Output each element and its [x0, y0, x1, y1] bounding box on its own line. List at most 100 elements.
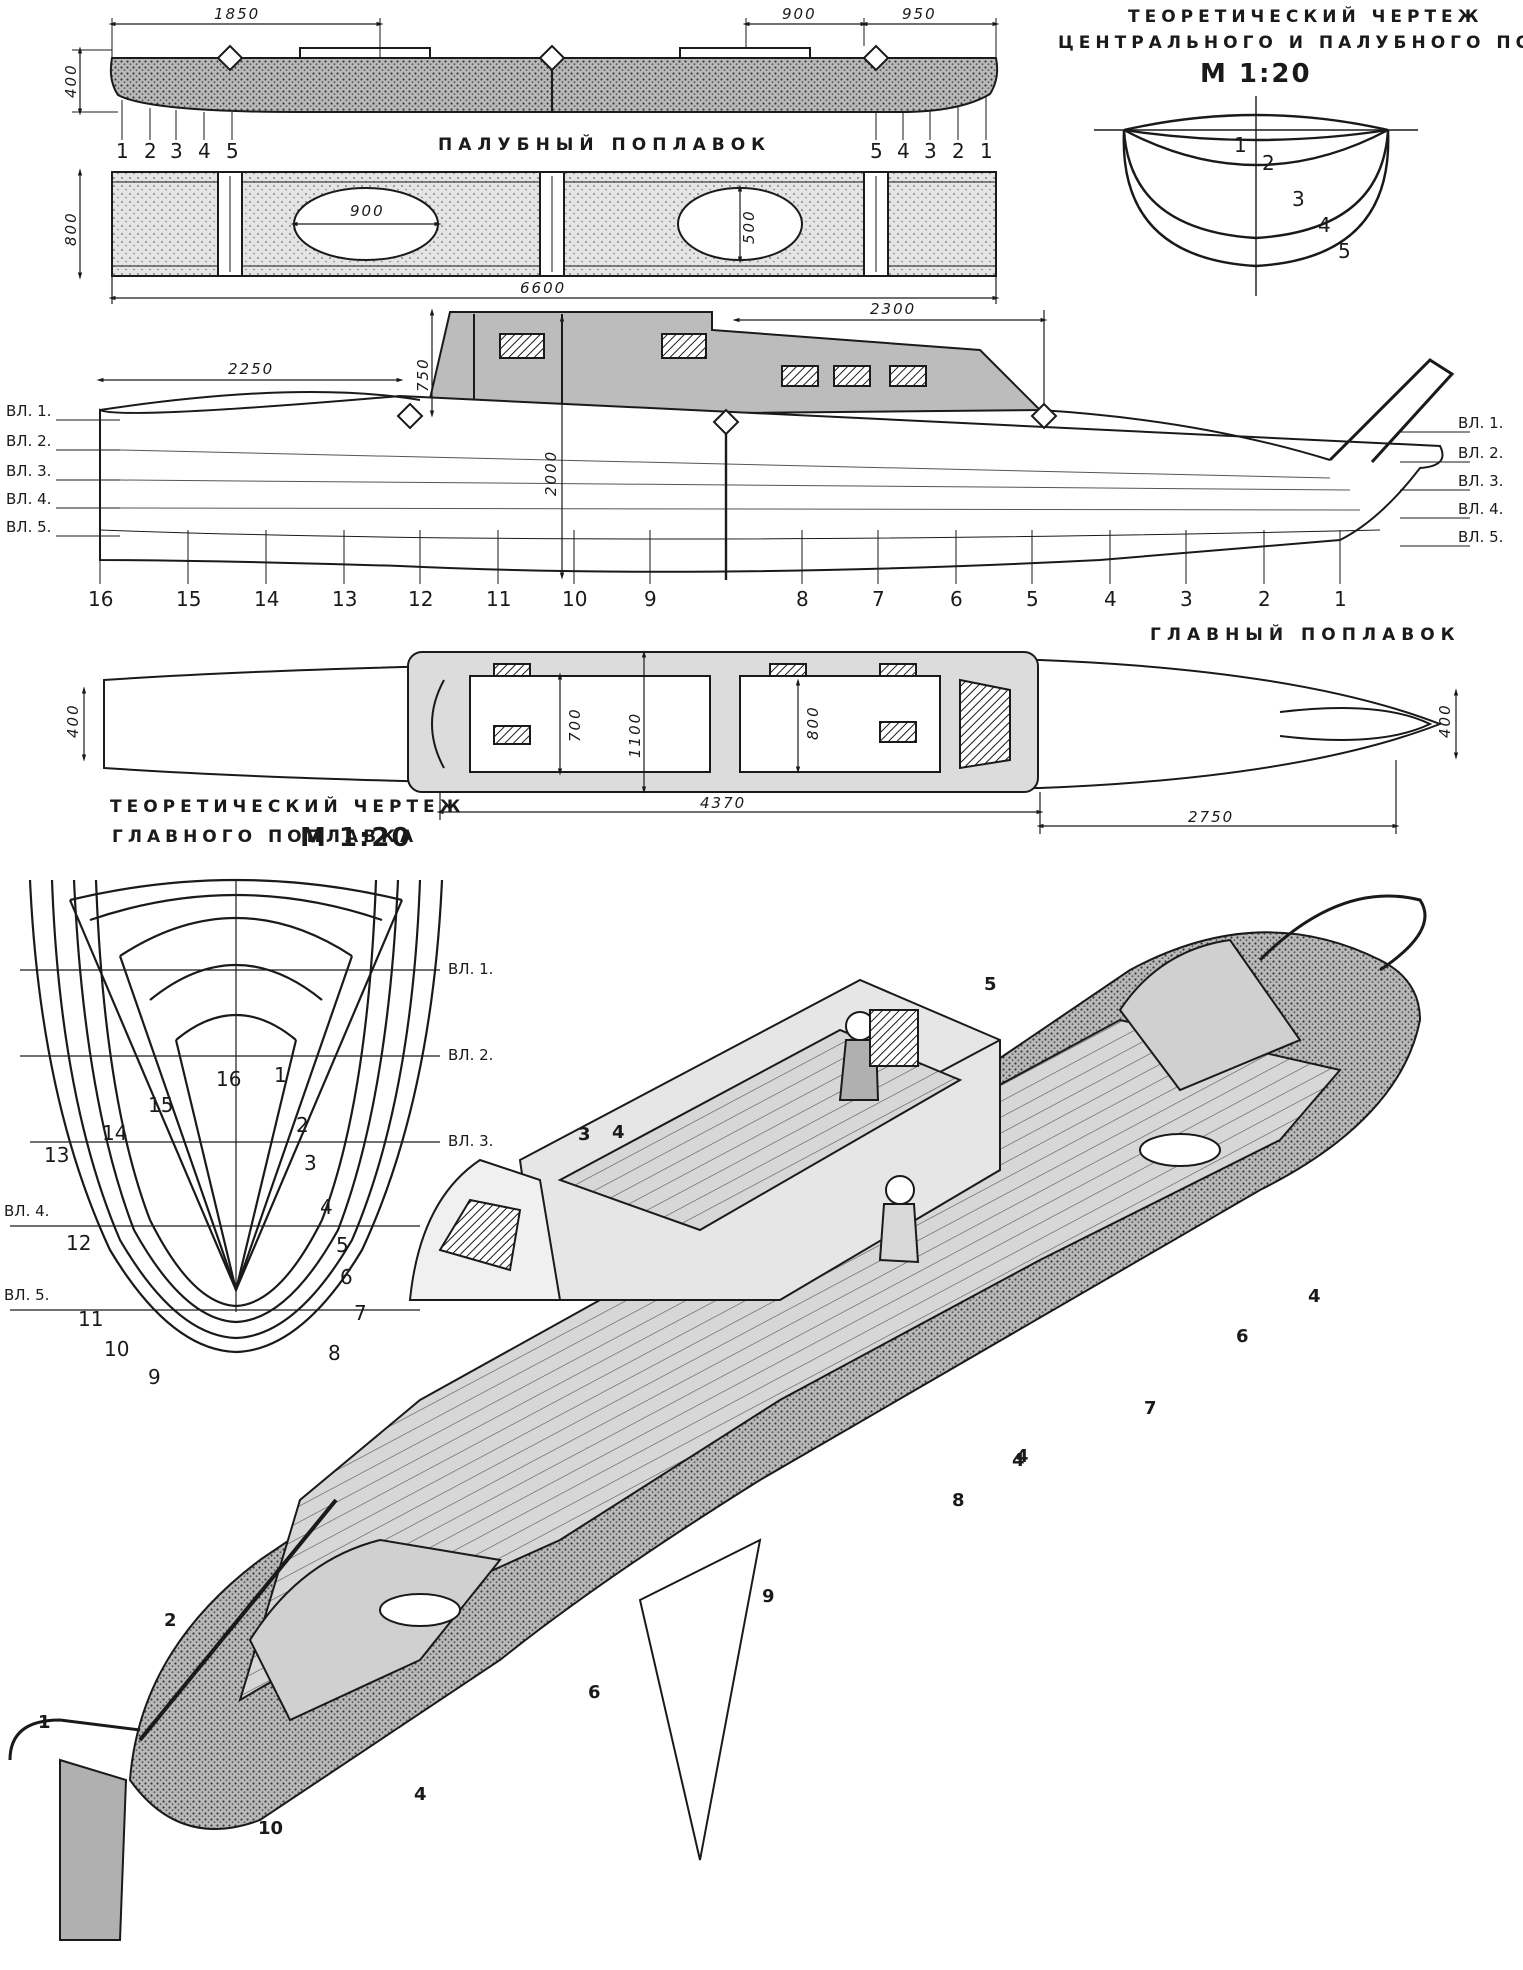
main-float-plan-labels: 700 1100 800 400 400 4370 2750	[64, 703, 1454, 826]
callout-label: 5	[984, 974, 997, 995]
deck-frame-label: 2	[144, 139, 157, 163]
deck-frame-label: 3	[924, 139, 937, 163]
cutaway-callouts: 1 2 3 4 5 4 4 6 7 8 4 9 6 4 10	[38, 974, 1321, 1839]
station-label: 7	[872, 587, 885, 611]
body-section-label: 11	[78, 1307, 103, 1331]
dim-900-top: 900	[782, 5, 817, 23]
callout-label: 4	[1016, 1446, 1029, 1467]
station-label: 11	[486, 587, 511, 611]
body-section-label: 15	[148, 1093, 173, 1117]
dim-hatch-900: 900	[350, 202, 385, 220]
waterline-label-left: ВЛ. 2.	[6, 432, 51, 450]
station-label: 14	[254, 587, 279, 611]
callout-label: 7	[1144, 1398, 1157, 1419]
body-section-label: 1	[274, 1063, 287, 1087]
deck-float-side-view	[72, 18, 1000, 140]
body-section-label: 7	[354, 1301, 367, 1325]
waterline-label-right: ВЛ. 5.	[1458, 528, 1503, 546]
cutaway-illustration	[8, 894, 1427, 1941]
deck-float-side-labels: 1850 900 950 400 1 2 3 4 5 ПАЛУБНЫЙ ПОПЛ…	[62, 5, 993, 163]
dim-950: 950	[902, 5, 937, 23]
callout-label: 4	[414, 1784, 427, 1805]
float-drawing-title-1: ТЕОРЕТИЧЕСКИЙ ЧЕРТЕЖ	[1128, 5, 1483, 27]
deck-float-caption: ПАЛУБНЫЙ ПОПЛАВОК	[438, 133, 771, 155]
deck-frame-label: 1	[116, 139, 129, 163]
waterline-label-right: ВЛ. 4.	[1458, 500, 1503, 518]
callout-label: 4	[612, 1122, 625, 1143]
waterline-label-left: ВЛ. 5.	[6, 518, 51, 536]
float-section-label: 4	[1318, 213, 1331, 237]
dim-2300: 2300	[870, 300, 916, 318]
body-waterline-label: ВЛ. 1.	[448, 960, 493, 978]
main-float-side-labels: 2250 2300 750 2000 ВЛ. 1. ВЛ. 2. ВЛ. 3. …	[6, 300, 1503, 645]
station-label: 5	[1026, 587, 1039, 611]
main-float-plan-view	[81, 650, 1459, 834]
dim-400-left: 400	[64, 703, 82, 738]
callout-label: 4	[1012, 1450, 1025, 1471]
station-label: 1	[1334, 587, 1347, 611]
callout-label: 3	[578, 1124, 591, 1145]
station-label: 4	[1104, 587, 1117, 611]
callout-label: 8	[952, 1490, 965, 1511]
deck-frame-label: 5	[870, 139, 883, 163]
station-label: 6	[950, 587, 963, 611]
station-label: 9	[644, 587, 657, 611]
body-waterline-label: ВЛ. 3.	[448, 1132, 493, 1150]
station-label: 2	[1258, 587, 1271, 611]
float-section-label: 3	[1292, 187, 1305, 211]
dim-400-right: 400	[1436, 703, 1454, 738]
callout-label: 10	[258, 1818, 283, 1839]
float-sections-labels: ТЕОРЕТИЧЕСКИЙ ЧЕРТЕЖ ЦЕНТРАЛЬНОГО И ПАЛУ…	[1058, 5, 1523, 263]
waterline-label-right: ВЛ. 1.	[1458, 414, 1503, 432]
waterline-label-right: ВЛ. 3.	[1458, 472, 1503, 490]
body-section-label: 13	[44, 1143, 69, 1167]
body-section-label: 5	[336, 1233, 349, 1257]
float-section-label: 2	[1262, 151, 1275, 175]
body-section-label: 10	[104, 1337, 129, 1361]
body-section-label: 4	[320, 1195, 333, 1219]
body-plan-title-2: ГЛАВНОГО ПОПЛАВКА	[112, 827, 418, 847]
body-plan-scale: М 1:20	[300, 823, 412, 853]
dim-hatch-500: 500	[740, 209, 758, 244]
body-section-label: 12	[66, 1231, 91, 1255]
deck-float-plan-view	[77, 168, 1000, 304]
body-plan-title-1: ТЕОРЕТИЧЕСКИЙ ЧЕРТЕЖ	[110, 795, 465, 817]
body-section-label: 9	[148, 1365, 161, 1389]
station-label: 16	[88, 587, 113, 611]
dim-6600: 6600	[520, 279, 566, 297]
float-section-label: 1	[1234, 133, 1247, 157]
dim-750: 750	[414, 357, 432, 392]
dim-400-deck: 400	[62, 63, 80, 98]
callout-label: 9	[762, 1586, 775, 1607]
station-label: 12	[408, 587, 433, 611]
callout-label: 2	[164, 1610, 177, 1631]
station-label: 15	[176, 587, 201, 611]
dim-1100: 1100	[626, 712, 644, 758]
deck-frame-label: 5	[226, 139, 239, 163]
float-section-label: 5	[1338, 239, 1351, 263]
float-drawing-title-2: ЦЕНТРАЛЬНОГО И ПАЛУБНОГО ПОПЛАВКОВ	[1058, 33, 1523, 53]
station-label: 13	[332, 587, 357, 611]
dim-2750: 2750	[1188, 808, 1234, 826]
body-section-label: 2	[296, 1113, 309, 1137]
main-float-caption: ГЛАВНЫЙ ПОПЛАВОК	[1150, 623, 1461, 645]
body-section-label: 8	[328, 1341, 341, 1365]
body-section-label: 6	[340, 1265, 353, 1289]
main-float-side-view	[56, 308, 1470, 584]
deck-frame-label: 4	[198, 139, 211, 163]
dim-2000: 2000	[542, 450, 560, 496]
callout-label: 6	[1236, 1326, 1249, 1347]
dim-800-deck: 800	[62, 211, 80, 246]
body-waterline-label: ВЛ. 4.	[4, 1202, 49, 1220]
dim-2250: 2250	[228, 360, 274, 378]
body-waterline-label: ВЛ. 2.	[448, 1046, 493, 1064]
deck-frame-label: 3	[170, 139, 183, 163]
body-waterline-label: ВЛ. 5.	[4, 1286, 49, 1304]
deck-frame-label: 2	[952, 139, 965, 163]
body-plan-labels: ТЕОРЕТИЧЕСКИЙ ЧЕРТЕЖ ГЛАВНОГО ПОПЛАВКА М…	[4, 795, 493, 1389]
callout-label: 4	[1308, 1286, 1321, 1307]
waterline-label-right: ВЛ. 2.	[1458, 444, 1503, 462]
body-plan-drawing	[10, 878, 444, 1354]
deck-float-plan-labels: 800 900 500 6600	[62, 202, 758, 297]
